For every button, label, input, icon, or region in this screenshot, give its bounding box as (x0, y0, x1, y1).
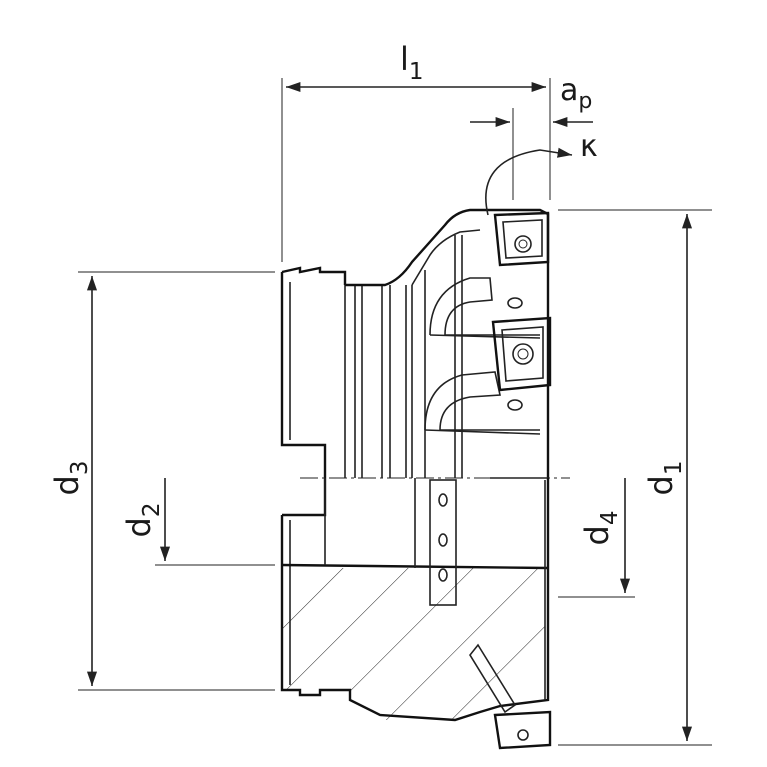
cutter-body-section (280, 478, 552, 750)
label-d1: d1 (642, 461, 687, 496)
dim-d1: d1 (558, 209, 712, 746)
cutter-body-upper (280, 208, 552, 479)
insert-top (493, 211, 550, 267)
label-l1: l1 (400, 40, 424, 85)
dim-d2: d2 (120, 478, 275, 566)
label-d3: d3 (48, 461, 93, 496)
dim-d4: d4 (558, 478, 635, 598)
dim-l1: l1 (281, 40, 551, 262)
torx-screw-icon (517, 348, 529, 360)
label-d2: d2 (120, 503, 165, 538)
label-d4: d4 (578, 511, 623, 546)
dim-kappa: κ (485, 129, 598, 216)
label-kappa: κ (580, 129, 598, 164)
dim-ap: ap (470, 73, 593, 200)
torx-screw-icon (518, 239, 528, 249)
insert-middle (491, 316, 552, 392)
label-ap: ap (560, 73, 592, 114)
torx-screw-icon (517, 729, 529, 741)
dim-d3: d3 (48, 271, 275, 691)
